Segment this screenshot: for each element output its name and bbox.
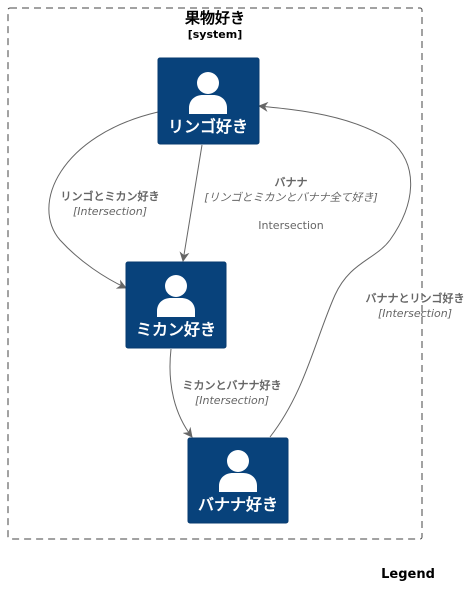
edge-label-apple-mikan: リンゴとミカン好き [61, 189, 160, 203]
edge-tech-apple-mikan: [Intersection] [73, 205, 147, 218]
edge-note-apple-down: Intersection [258, 219, 323, 232]
boundary-type: [system] [188, 28, 243, 41]
legend-title: Legend [381, 567, 435, 582]
person-apple[interactable]: リンゴ好き [157, 57, 260, 145]
person-icon [189, 72, 227, 114]
person-icon [157, 275, 195, 317]
edge-banana-to-apple [258, 101, 412, 438]
person-label: ミカン好き [136, 320, 216, 339]
edge-mikan-to-banana [169, 348, 193, 438]
edge-label-mikan-banana: ミカンとバナナ好き [183, 378, 282, 392]
edge-label-apple-down: バナナ [275, 176, 308, 189]
person-banana[interactable]: バナナ好き [187, 437, 289, 524]
system-boundary [7, 7, 423, 540]
person-label: バナナ好き [198, 495, 278, 514]
person-mikan[interactable]: ミカン好き [125, 261, 227, 349]
edge-tech-mikan-banana: [Intersection] [195, 394, 269, 407]
edge-apple-down [179, 144, 203, 262]
edge-label-banana-apple: バナナとリンゴ好き [366, 291, 465, 305]
person-icon [219, 450, 257, 492]
person-label: リンゴ好き [168, 117, 248, 136]
boundary-title: 果物好き [184, 9, 245, 27]
edge-tech-banana-apple: [Intersection] [378, 307, 452, 320]
edge-apple-to-mikan [48, 111, 159, 289]
edge-tech-apple-down: [リンゴとミカンとバナナ全て好き] [204, 191, 378, 204]
